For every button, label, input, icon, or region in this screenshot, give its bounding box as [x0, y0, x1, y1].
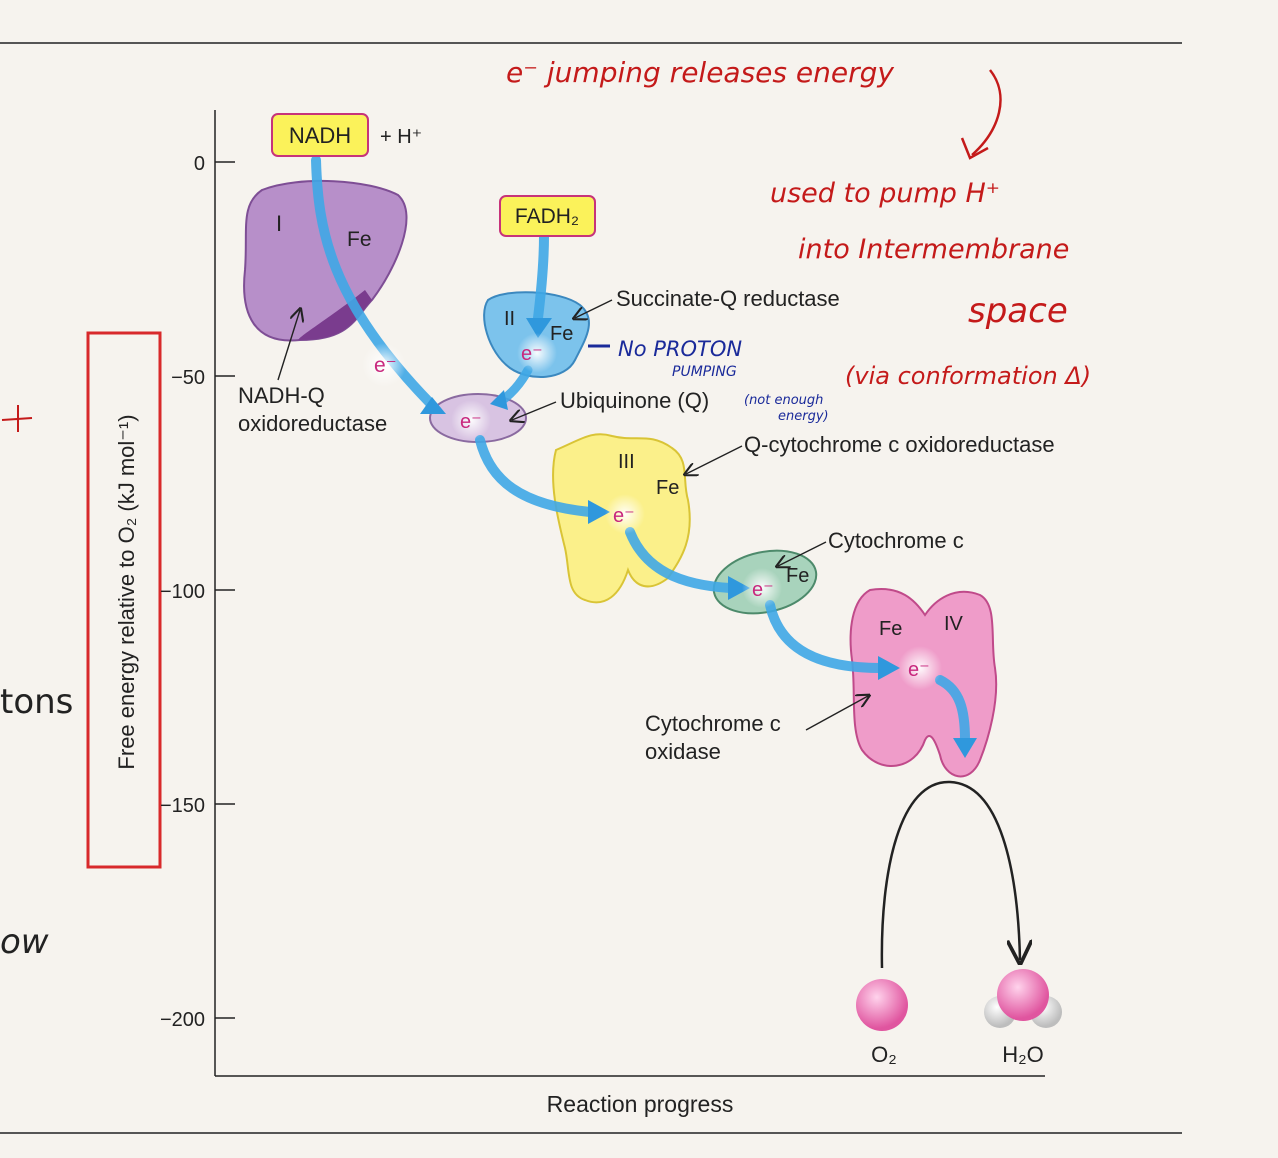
- leader-lines: [277, 299, 868, 731]
- red-note-arrow: [971, 69, 1002, 156]
- electron-label-5: e⁻: [752, 579, 774, 601]
- electron-label-1: e⁻: [374, 354, 397, 377]
- complex-I-numeral: I: [276, 211, 282, 236]
- top-divider: [0, 42, 1182, 44]
- electron-label-4: e⁻: [613, 505, 635, 527]
- h2o-label: H₂O: [1002, 1042, 1044, 1067]
- flow-arrowhead-iv-down: [953, 738, 977, 758]
- complex-IV-name-line1: Cytochrome c: [645, 711, 781, 736]
- o2-to-h2o-arrow: [880, 780, 1020, 969]
- flow-arrowhead-ii-to-q: [490, 390, 508, 410]
- ubiquinone-name: Ubiquinone (Q): [560, 388, 709, 413]
- complex-III-fe: Fe: [656, 477, 679, 499]
- complex-II-name: Succinate-Q reductase: [616, 286, 840, 311]
- flow-arrowhead-nadh-to-q: [420, 397, 446, 414]
- bottom-divider: [0, 1132, 1182, 1134]
- flow-arrow-cytc-to-iv: [765, 600, 885, 673]
- complex-II-numeral: II: [504, 308, 515, 330]
- blue-note-line4: energy): [778, 409, 829, 424]
- h-plus-label: + H⁺: [380, 126, 422, 148]
- complex-I-fe: Fe: [347, 228, 372, 251]
- complex-II-fe: Fe: [550, 323, 573, 345]
- red-edge-mark: [1, 405, 33, 432]
- nadh-box: [271, 113, 369, 157]
- cutoff-text-ow: ow: [0, 922, 49, 962]
- cytochrome-c-fe: Fe: [786, 565, 809, 587]
- ylabel-highlight-box: [86, 331, 162, 869]
- electron-glow-2: [517, 333, 557, 373]
- complex-III-numeral: III: [618, 451, 635, 473]
- nadh-label: NADH: [289, 123, 351, 148]
- x-axis-label: Reaction progress: [547, 1091, 734, 1117]
- axes: [214, 110, 1045, 1077]
- flow-arrow-iv-down: [935, 675, 970, 745]
- red-note-line2: used to pump H⁺: [770, 178, 1000, 209]
- o2-molecule-icon: [856, 979, 908, 1031]
- y-axis-label: Free energy relative to O₂ (kJ mol⁻¹): [114, 414, 139, 769]
- cytochrome-c-name: Cytochrome c: [828, 528, 964, 553]
- electron-glow-4: [605, 494, 645, 534]
- flow-arrow-iii-to-cytc: [625, 527, 735, 593]
- cutoff-text-tons: tons: [0, 682, 74, 722]
- complex-I-name-line2: oxidoreductase: [238, 411, 387, 436]
- complex-IV-numeral: IV: [944, 613, 964, 635]
- complex-IV-name-line2: oxidase: [645, 739, 721, 764]
- electron-label-3: e⁻: [460, 411, 482, 433]
- red-note-line3: into Intermembrane: [798, 234, 1069, 265]
- complex-III-name: Q-cytochrome c oxidoreductase: [744, 432, 1055, 457]
- tick-label-0: 0: [194, 153, 205, 175]
- complex-I-name-line1: NADH-Q: [238, 383, 325, 408]
- flow-arrowhead-fadh2-to-ii: [526, 318, 552, 338]
- flow-arrow-q-to-iii: [475, 435, 595, 517]
- tick-label-minus-150: −150: [160, 795, 205, 817]
- red-note-arrowhead: [960, 137, 989, 160]
- electron-glow-5: [742, 568, 782, 608]
- blue-note-line1: No PROTON: [618, 337, 742, 361]
- tick-label-minus-100: −100: [160, 581, 205, 603]
- complex-I-shape: [243, 179, 408, 342]
- flow-arrow-fadh2-to-ii: [533, 231, 549, 323]
- tick-label-minus-200: −200: [160, 1009, 205, 1031]
- red-note-line1: e⁻ jumping releases energy: [506, 56, 894, 89]
- fadh2-box: [499, 195, 596, 237]
- o2-label: O₂: [871, 1042, 897, 1067]
- flow-arrowhead-q-to-iii: [588, 500, 610, 524]
- electron-glow-6: [898, 646, 942, 690]
- fadh2-label: FADH₂: [515, 205, 579, 228]
- flow-arrowhead-cytc-to-iv: [878, 656, 900, 680]
- electron-glow-1: [362, 343, 406, 387]
- tick-label-minus-50: −50: [171, 367, 205, 389]
- electron-label-2: e⁻: [521, 343, 543, 365]
- electron-label-6: e⁻: [908, 659, 930, 681]
- electron-glow-3: [451, 400, 491, 440]
- blue-note-line2: PUMPING: [672, 364, 737, 380]
- blue-note-line3: (not enough: [744, 393, 823, 408]
- red-note-line4: space: [968, 291, 1068, 331]
- red-note-line5: (via conformation Δ): [845, 362, 1091, 390]
- h2o-molecule-icon: [984, 969, 1062, 1028]
- complex-IV-fe: Fe: [879, 618, 902, 640]
- flow-arrowhead-iii-to-cytc: [728, 576, 750, 600]
